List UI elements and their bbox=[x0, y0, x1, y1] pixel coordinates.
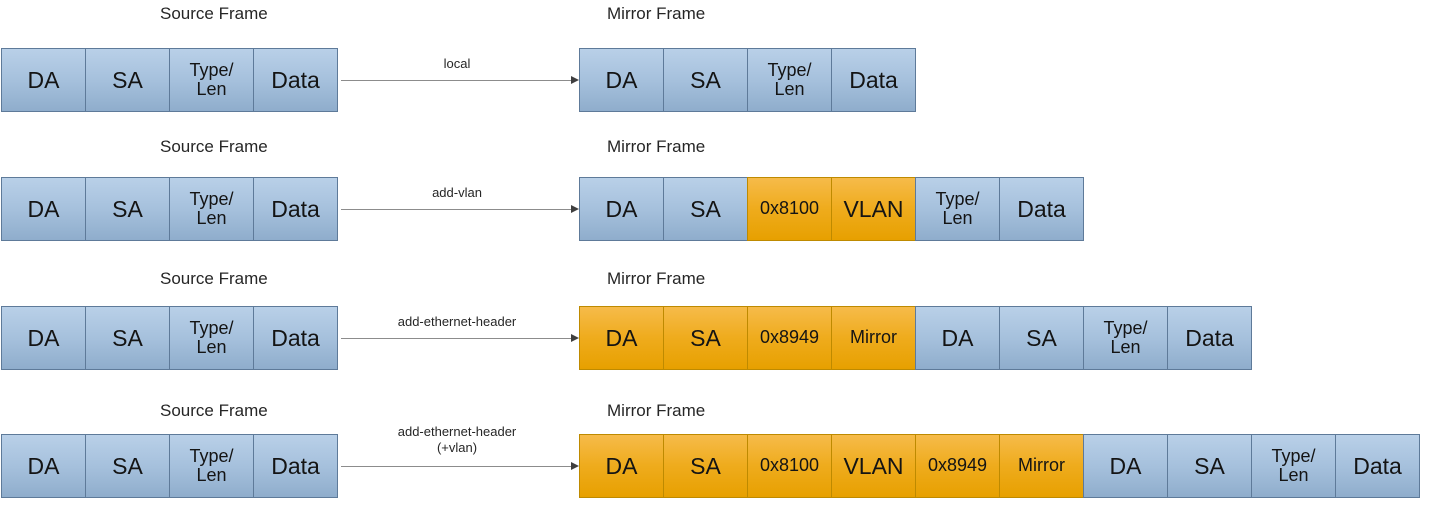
arrow-label: add-vlan bbox=[432, 185, 482, 200]
source-frame-title: Source Frame bbox=[160, 4, 268, 23]
frame-cell: Data bbox=[253, 306, 338, 370]
arrow-head-icon bbox=[571, 76, 579, 84]
arrow-head-icon bbox=[571, 205, 579, 213]
source-frame-title: Source Frame bbox=[160, 401, 268, 420]
frame-cell: SA bbox=[663, 177, 748, 241]
frame-cell: DA bbox=[1, 48, 86, 112]
frame-cell: Data bbox=[999, 177, 1084, 241]
frame-cell: Type/ Len bbox=[169, 306, 254, 370]
mirror-frame-title: Mirror Frame bbox=[607, 137, 706, 156]
frame-cell: SA bbox=[85, 177, 170, 241]
arrow-line bbox=[341, 209, 572, 210]
frame-cell: Data bbox=[1167, 306, 1252, 370]
frame-cell: 0x8100 bbox=[747, 177, 832, 241]
mirror-frame-title: Mirror Frame bbox=[607, 401, 706, 420]
arrow-line bbox=[341, 338, 572, 339]
frame-cell: Data bbox=[831, 48, 916, 112]
frame-cell: SA bbox=[1167, 434, 1252, 498]
arrow-head-icon bbox=[571, 334, 579, 342]
frame-cell: Type/ Len bbox=[1083, 306, 1168, 370]
frame-cell: DA bbox=[579, 48, 664, 112]
frame-cell: Type/ Len bbox=[169, 177, 254, 241]
frame-cell: Type/ Len bbox=[169, 434, 254, 498]
frame-cell: SA bbox=[85, 306, 170, 370]
frame-cell: 0x8949 bbox=[915, 434, 1000, 498]
frame-cell: DA bbox=[915, 306, 1000, 370]
frame-cell: Type/ Len bbox=[747, 48, 832, 112]
mirror-frame-title: Mirror Frame bbox=[607, 4, 706, 23]
frame-cell: Data bbox=[1335, 434, 1420, 498]
arrow-line bbox=[341, 466, 572, 467]
frame-cell: VLAN bbox=[831, 434, 916, 498]
frame-cell: DA bbox=[1, 434, 86, 498]
frame-cell: SA bbox=[663, 48, 748, 112]
arrow-label: local bbox=[443, 56, 471, 71]
frame-cell: Mirror bbox=[831, 306, 916, 370]
frame-cell: DA bbox=[579, 434, 664, 498]
source-frame-title: Source Frame bbox=[160, 269, 268, 288]
frame-cell: Type/ Len bbox=[915, 177, 1000, 241]
frame-cell: SA bbox=[663, 434, 748, 498]
arrow-head-icon bbox=[571, 462, 579, 470]
frame-cell: Data bbox=[253, 48, 338, 112]
mirror-frame-title: Mirror Frame bbox=[607, 269, 706, 288]
frame-cell: Mirror bbox=[999, 434, 1084, 498]
frame-cell: VLAN bbox=[831, 177, 916, 241]
frame-cell: Type/ Len bbox=[169, 48, 254, 112]
arrow-label: add-ethernet-header bbox=[397, 314, 517, 329]
frame-cell: Data bbox=[253, 177, 338, 241]
frame-cell: DA bbox=[1083, 434, 1168, 498]
frame-cell: DA bbox=[1, 306, 86, 370]
source-frame-title: Source Frame bbox=[160, 137, 268, 156]
frame-cell: 0x8100 bbox=[747, 434, 832, 498]
arrow-label: add-ethernet-header (+vlan) bbox=[397, 424, 517, 455]
frame-cell: SA bbox=[999, 306, 1084, 370]
frame-cell: DA bbox=[579, 306, 664, 370]
frame-cell: Type/ Len bbox=[1251, 434, 1336, 498]
frame-cell: SA bbox=[85, 48, 170, 112]
frame-cell: SA bbox=[85, 434, 170, 498]
frame-cell: SA bbox=[663, 306, 748, 370]
frame-cell: DA bbox=[579, 177, 664, 241]
frame-cell: DA bbox=[1, 177, 86, 241]
arrow-line bbox=[341, 80, 572, 81]
frame-cell: 0x8949 bbox=[747, 306, 832, 370]
frame-cell: Data bbox=[253, 434, 338, 498]
